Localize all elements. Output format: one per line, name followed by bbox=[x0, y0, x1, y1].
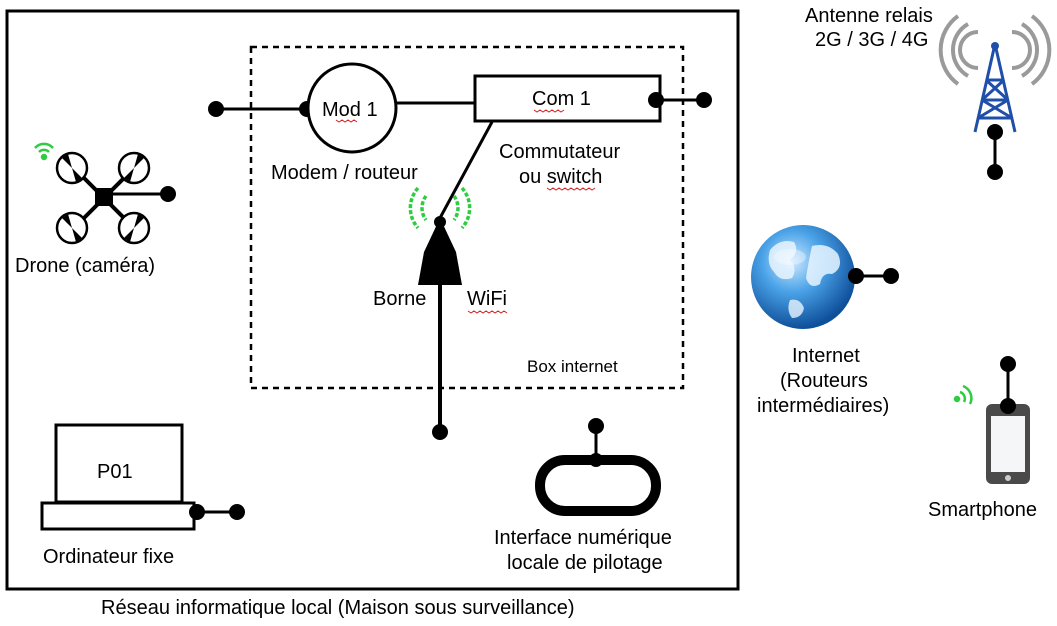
switch-wifi-link bbox=[438, 121, 494, 219]
drone-signal-icon bbox=[34, 142, 54, 161]
drone-link-node bbox=[160, 186, 176, 202]
switch-port-node bbox=[648, 92, 664, 108]
modem-node bbox=[306, 62, 398, 154]
internet-globe-icon bbox=[751, 225, 855, 329]
box-internet-label: Box internet bbox=[527, 357, 618, 376]
wifi-signal-icon bbox=[408, 186, 472, 230]
interface-label-line1: Interface numérique bbox=[494, 527, 672, 549]
internet-port-node bbox=[848, 268, 864, 284]
smartphone-port-node bbox=[1000, 398, 1016, 414]
computer-port-node bbox=[189, 504, 205, 520]
smartphone-signal-icon bbox=[953, 384, 973, 405]
antenna-link-node bbox=[987, 164, 1003, 180]
switch-label-line1: Commutateur bbox=[499, 141, 620, 163]
smartphone-label: Smartphone bbox=[928, 499, 1037, 521]
internet-link-node bbox=[883, 268, 899, 284]
box-internet-frame bbox=[249, 45, 685, 390]
local-network-frame bbox=[5, 9, 740, 591]
computer-screen-label: P01 bbox=[97, 461, 133, 483]
computer-label: Ordinateur fixe bbox=[43, 546, 174, 568]
wifi-link-node bbox=[432, 424, 448, 440]
computer-icon bbox=[40, 423, 196, 531]
switch-external-node bbox=[696, 92, 712, 108]
smartphone-link-node bbox=[1000, 356, 1016, 372]
internet-label-line1: Internet bbox=[792, 345, 860, 367]
smartphone-icon bbox=[986, 404, 1030, 484]
modem-tag: Mod 1 bbox=[322, 99, 378, 121]
wifi-access-point-icon bbox=[418, 216, 462, 285]
antenna-port-node bbox=[987, 124, 1003, 140]
internet-label-line2: (Routeurs bbox=[780, 370, 868, 392]
wifi-spellcheck-mark bbox=[467, 310, 508, 314]
modem-spellcheck-mark bbox=[335, 119, 358, 123]
wifi-label-left: Borne bbox=[373, 288, 426, 310]
antenna-label-line1: Antenne relais bbox=[805, 5, 933, 27]
wifi-label-right: WiFi bbox=[467, 288, 507, 310]
internet-label-line3: intermédiaires) bbox=[757, 395, 889, 417]
drone-icon bbox=[55, 151, 151, 245]
modem-external-node bbox=[208, 101, 224, 117]
switch-tag: Com 1 bbox=[532, 88, 591, 110]
switch-label-spellcheck-mark bbox=[546, 187, 596, 191]
antenna-icon bbox=[938, 14, 1052, 133]
switch-label-line2: ou switch bbox=[519, 166, 602, 188]
switch-spellcheck-mark bbox=[533, 109, 565, 113]
drone-label: Drone (caméra) bbox=[15, 255, 155, 277]
antenna-label-line2: 2G / 3G / 4G bbox=[815, 29, 928, 51]
modem-label: Modem / routeur bbox=[271, 162, 418, 184]
interface-label-line2: locale de pilotage bbox=[507, 552, 663, 574]
network-caption: Réseau informatique local (Maison sous s… bbox=[101, 597, 575, 619]
computer-link-node bbox=[229, 504, 245, 520]
pilot-interface-icon bbox=[535, 418, 661, 516]
